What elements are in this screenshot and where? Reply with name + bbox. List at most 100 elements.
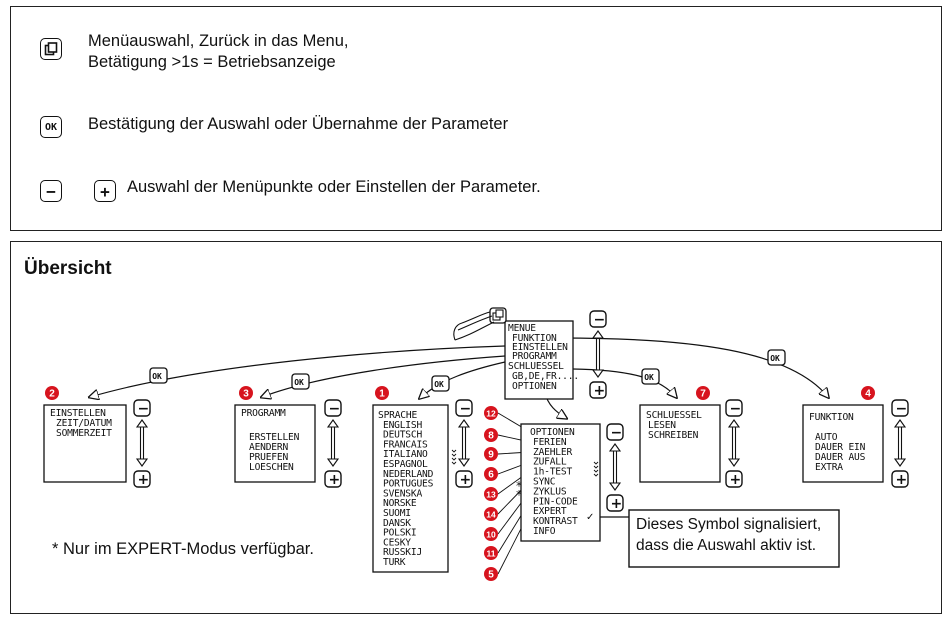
badge-programm: 3 [239, 386, 253, 400]
screen-line: ZEIT/DATUM [56, 418, 112, 429]
badge-circle [861, 386, 875, 400]
plus-button-label: + [730, 472, 742, 488]
scroll-mark [451, 461, 457, 465]
minus-button-icon [455, 399, 473, 417]
badge-circle [696, 386, 710, 400]
plus-button-icon [324, 470, 342, 488]
minus-button-icon [589, 310, 607, 328]
screen-sprache: SPRACHEENGLISHDEUTSCHFRANCAISITALIANOESP… [372, 404, 449, 573]
badge-circle [484, 487, 498, 501]
curve-programm [262, 355, 506, 397]
badge-number: 6 [488, 470, 494, 481]
legend-minusplus-text: Auswahl der Menüpunkte oder Einstellen d… [127, 178, 541, 196]
badge-optionen: 11 [484, 546, 498, 560]
badge-optionen: 12 [484, 406, 498, 420]
badge-optionen: 5 [484, 567, 498, 581]
screen-line: DAUER EIN [815, 442, 866, 453]
badge-circle [484, 406, 498, 420]
plus-button-icon [725, 470, 743, 488]
overview-title: Übersicht [24, 258, 112, 279]
ok-button-label: OK [294, 378, 304, 387]
updown-programm [326, 419, 340, 467]
screen-line: LOESCHEN [249, 462, 294, 473]
minus-button-label: − [329, 401, 341, 417]
ok-button-label: OK [770, 354, 780, 363]
plus-funktion: + [891, 470, 909, 488]
minus-button-label: − [730, 401, 742, 417]
screen-line: OPTIONEN [512, 381, 557, 392]
plus-button-label: + [138, 472, 150, 488]
badge-circle [484, 447, 498, 461]
badge-optionen: 8 [484, 428, 498, 442]
badge-number: 8 [488, 431, 494, 442]
updown-menue [591, 330, 605, 378]
screen-frame [372, 404, 449, 573]
ok-button-icon [291, 373, 310, 390]
minus-button-icon [324, 399, 342, 417]
screen-line: FRANCAIS [383, 439, 428, 450]
arrow-head-up [135, 419, 149, 428]
screen-line: POLSKI [383, 528, 416, 539]
screen-line: LESEN [648, 420, 676, 431]
screen-line: MENUE [508, 323, 536, 334]
minus-schluessel: − [725, 399, 743, 417]
plus-button-label: + [611, 496, 623, 512]
legend-panel [10, 6, 942, 231]
ok-funktion: OK [767, 349, 786, 366]
curve-sprache [420, 361, 506, 398]
plus-einstellen: + [133, 470, 151, 488]
arrow-head-down [591, 369, 605, 378]
screen-line: INFO [533, 526, 556, 537]
plus-button-icon: + [94, 180, 116, 202]
screen-line: EXPERT [533, 506, 567, 517]
ok-button-icon [149, 367, 168, 384]
screen-line: CESKY [383, 537, 411, 548]
arrow-head-up [326, 419, 340, 428]
badge-number: 14 [486, 510, 496, 520]
badge-number: 13 [486, 490, 496, 500]
screen-line: PIN-CODE [533, 496, 578, 507]
callout-line2: dass die Auswahl aktiv ist. [636, 537, 816, 554]
screen-line: RUSSKIJ [383, 547, 422, 558]
minus-button-icon [133, 399, 151, 417]
screen-line: FUNKTION [512, 333, 557, 344]
badge-circle [484, 567, 498, 581]
screen-line: GB,DE,FR.... [512, 371, 579, 382]
plus-schluessel: + [725, 470, 743, 488]
screen-frame [43, 404, 127, 483]
minus-button-label: − [460, 401, 472, 417]
screen-frame [639, 404, 721, 483]
scroll-mark [451, 449, 457, 453]
badge-number: 12 [486, 409, 496, 419]
scroll-mark [593, 465, 599, 469]
updown-sprache [457, 419, 471, 467]
plus-button-label: + [100, 181, 110, 201]
ok-einstellen: OK [149, 367, 168, 384]
screen-line: ENGLISH [383, 420, 422, 431]
minus-menue: − [589, 310, 607, 328]
scroll-mark [451, 457, 457, 461]
screen-line: SOMMERZEIT [56, 428, 112, 439]
arrow-head-down [893, 458, 907, 467]
ok-button-icon [641, 368, 660, 385]
scroll-mark [593, 473, 599, 477]
screen-line: SYNC [533, 477, 556, 488]
screen-frame [802, 404, 884, 483]
scroll-mark [593, 461, 599, 465]
badge-number: 7 [700, 389, 706, 400]
minus-button-icon [725, 399, 743, 417]
badge-optionen: 13 [484, 487, 498, 501]
screen-line: EXTRA [815, 462, 843, 473]
badge-optionen: 9 [484, 447, 498, 461]
optionen-scroll-marks [593, 461, 599, 477]
arrow-head-down [608, 482, 622, 491]
screen-line: TURK [383, 557, 406, 568]
minus-button-label: − [138, 401, 150, 417]
badge-schluessel: 7 [696, 386, 710, 400]
badge-circle [484, 507, 498, 521]
legend-menu-line1: Menüauswahl, Zurück in das Menu, [88, 32, 349, 50]
minus-programm: − [324, 399, 342, 417]
legend-ok-text: Bestätigung der Auswahl oder Übernahme d… [88, 115, 509, 133]
